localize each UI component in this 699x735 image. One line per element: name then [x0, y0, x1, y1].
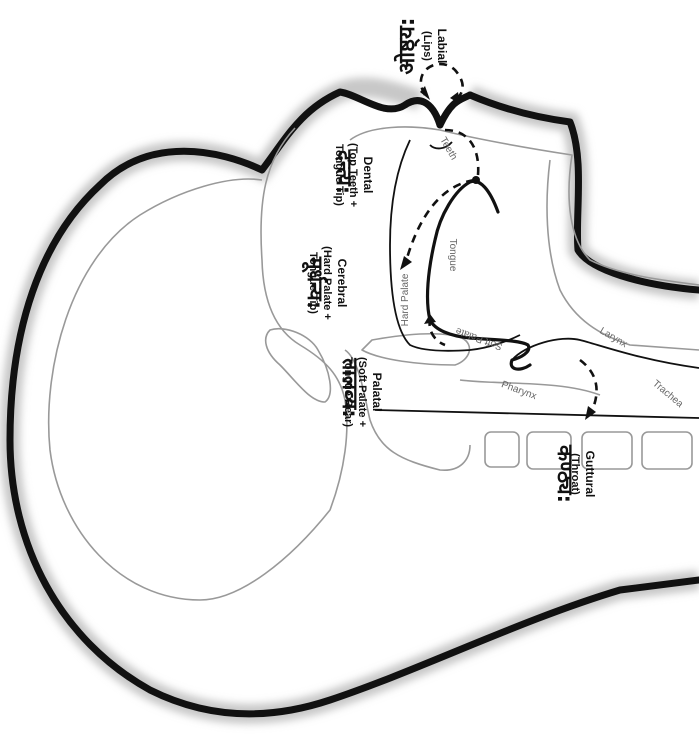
cerebral-label: Cerebral (Hard Palate + Tongue Tip)	[307, 246, 349, 320]
svg-text:Tongue Tip): Tongue Tip)	[333, 144, 345, 206]
palatal-arrowhead	[424, 314, 436, 324]
svg-text:Tongue: Tongue	[447, 239, 458, 272]
svg-text:(Hard Palate +: (Hard Palate +	[321, 246, 333, 320]
dental-label: Dental (Top Teeth + Tongue Tip)	[333, 143, 375, 207]
jaw-bone-shape	[266, 329, 331, 402]
labial-label: Labial (Lips)	[421, 29, 449, 64]
svg-text:Cerebral: Cerebral	[335, 259, 349, 308]
tongue-annotation: Tongue	[447, 239, 458, 272]
svg-text:(Throat): (Throat)	[569, 453, 581, 495]
guttural-arrowhead	[585, 406, 596, 420]
hard-palate-annotation: Hard Palate	[400, 273, 411, 326]
vertebra-4	[642, 432, 692, 469]
svg-text:Guttural: Guttural	[583, 451, 597, 498]
trachea-line	[375, 410, 699, 418]
trachea-annotation: Trachea	[650, 378, 685, 410]
svg-text:Tongue Tip): Tongue Tip)	[307, 252, 319, 314]
svg-text:Labial: Labial	[435, 29, 449, 64]
svg-text:Palatal: Palatal	[370, 373, 384, 412]
larynx-line	[512, 339, 699, 368]
cerebral-arrowhead	[400, 256, 412, 270]
palate-outer-line	[350, 127, 699, 285]
vertebra-1	[485, 432, 519, 467]
upper-jaw-shape	[362, 334, 469, 365]
palatal-label: Palatal (Soft Palate + Tongue Rear)	[342, 357, 384, 427]
guttural-label: Guttural (Throat)	[569, 451, 597, 498]
labial-sanskrit-label: ओष्ठ्य:	[393, 17, 421, 74]
svg-text:Dental: Dental	[361, 157, 375, 194]
svg-text:Hard Palate: Hard Palate	[400, 273, 411, 326]
svg-text:ओष्ठ्य:: ओष्ठ्य:	[393, 17, 421, 74]
svg-text:Trachea: Trachea	[650, 378, 685, 410]
svg-text:Tongue Rear): Tongue Rear)	[342, 357, 354, 427]
svg-text:(Soft Palate +: (Soft Palate +	[356, 357, 368, 427]
svg-text:(Top Teeth +: (Top Teeth +	[347, 143, 359, 207]
svg-text:(Lips): (Lips)	[421, 31, 433, 61]
